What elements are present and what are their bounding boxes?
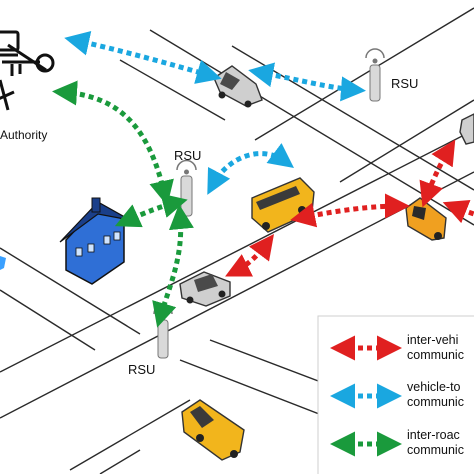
road-edge [339,99,474,183]
inter-vehicle-link [290,193,410,228]
legend-entry-inter-road: inter-roac communic [407,428,464,458]
legend-entry-inter-vehicle: inter-vehi communic [407,333,464,363]
car-icon-right [459,113,474,145]
partial-building-icon [0,256,6,270]
road-edge [119,59,226,121]
legend-line: communic [407,443,464,457]
road-edge [99,449,141,474]
bus-icon-bottom [181,399,245,461]
road-edge [69,399,191,471]
inter-vehicle-link [225,234,275,277]
rsu-tower-icon [176,159,197,217]
inter-road-link [114,193,188,228]
bus-icon [251,177,315,233]
rsu-label: RSU [128,362,156,377]
rsu-label: RSU [174,148,202,163]
inter-road-link [152,204,194,328]
house-icon [59,197,131,285]
authority-label: Authority [0,128,48,142]
legend-line: communic [407,348,464,362]
road-edge [0,289,96,351]
vehicle-to-rsu-link [207,143,295,195]
key-icon [0,30,55,111]
vehicle-to-rsu-link [64,30,222,84]
road-edge [231,45,474,191]
legend-line: vehicle-to [407,380,461,394]
inter-vehicle-link [442,199,474,224]
legend-line: communic [407,395,464,409]
legend-line: inter-vehi [407,333,459,347]
rsu-tower-icon [365,48,385,102]
road-edge [0,247,141,335]
legend-entry-vehicle-to-rsu: vehicle-to communic [407,380,464,410]
inter-road-link [52,80,174,206]
vehicle-to-rsu-link [248,62,366,102]
legend [317,315,474,474]
silver-car-icon [179,271,231,307]
legend-line: inter-roac [407,428,460,442]
inter-vehicle-link [419,139,456,208]
rsu-label: RSU [391,76,419,91]
